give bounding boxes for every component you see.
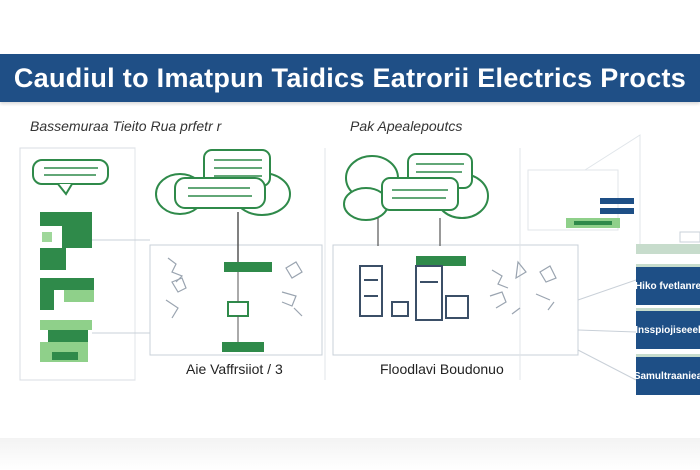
right-bar-stack — [566, 198, 634, 228]
speech-bubble-icon — [32, 159, 109, 196]
right-panel-caption: Floodlavi Boudonuo — [380, 361, 504, 377]
left-sketch-icons — [165, 257, 303, 319]
left-diagram-panel — [149, 244, 323, 356]
green-legend-blocks — [40, 212, 94, 362]
header-banner: Caudiul to Imatpun Taidics Eatrorii Elec… — [0, 54, 700, 102]
side-box-1: Hiko fvetlanre — [636, 264, 700, 305]
left-panel-caption: Aie Vaffrsiiot / 3 — [186, 361, 283, 377]
left-panel-heading: Bassemuraa Tieito Rua prfetr r — [30, 118, 222, 134]
side-box-3: Samultraaniea — [636, 354, 700, 395]
left-device-stack — [222, 262, 272, 352]
left-thought-cluster-icon — [155, 149, 291, 216]
right-sketch-icons — [489, 260, 557, 315]
page-title: Caudiul to Imatpun Taidics Eatrorii Elec… — [13, 62, 687, 93]
right-device-blocks — [359, 256, 469, 321]
right-thought-cluster-icon — [343, 153, 489, 221]
right-panel-heading: Pak Apealepoutcs — [350, 118, 463, 134]
bottom-shadow-strip — [0, 438, 700, 470]
side-box-2: Insspiojiseeel — [636, 308, 700, 349]
perspective-lines — [584, 134, 641, 245]
